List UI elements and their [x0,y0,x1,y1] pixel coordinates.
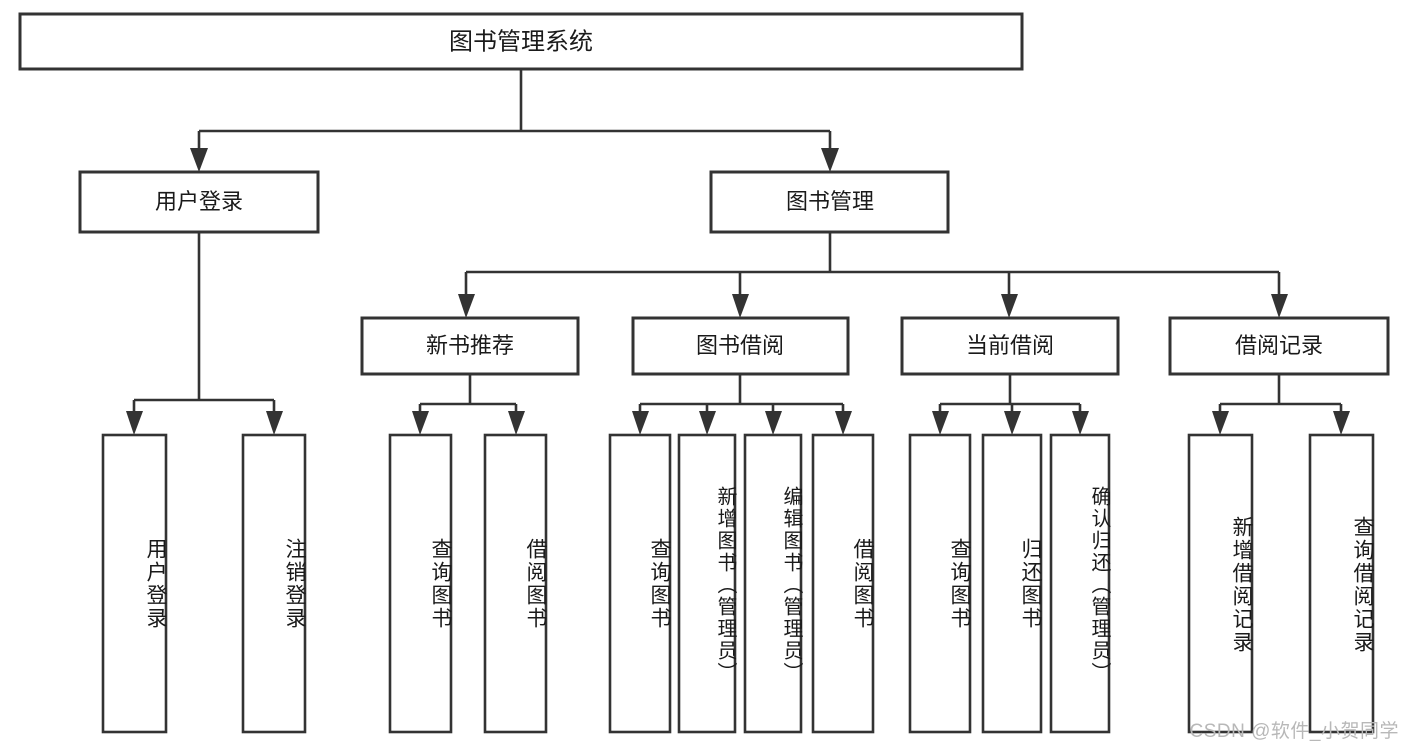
leaf-add-record-box[interactable] [1187,433,1254,734]
node-current-borrow-label: 当前借阅 [966,333,1054,358]
arrow-root-to-user-login [190,148,208,172]
node-book-manage[interactable]: 图书管理 [709,170,950,234]
leaf-add-book-box[interactable] [677,433,737,734]
node-borrow-record-label: 借阅记录 [1235,333,1323,358]
arrow-leaf-query-book-1 [412,411,429,435]
leaf-query-record-box[interactable] [1308,433,1375,734]
node-root[interactable]: 图书管理系统 [18,12,1024,71]
arrow-leaf-borrow-book-1 [508,411,525,435]
node-borrow-record[interactable]: 借阅记录 [1168,316,1390,376]
node-root-label: 图书管理系统 [449,28,593,55]
node-current-borrow[interactable]: 当前借阅 [900,316,1120,376]
arrow-root-to-book-manage [821,148,839,172]
arrow-leaf-edit-book [765,411,782,435]
arrow-leaf-confirm-return [1072,411,1089,435]
arrow-to-current-borrow [1001,294,1018,318]
arrow-to-new-book-recommend [458,294,475,318]
arrow-leaf-add-book [699,411,716,435]
node-book-borrow-box[interactable] [631,316,850,376]
leaf-boxes [101,433,1375,734]
node-book-manage-label: 图书管理 [786,189,874,214]
node-user-login-label: 用户登录 [155,189,243,214]
node-user-login[interactable]: 用户登录 [78,170,320,234]
node-new-book-recommend[interactable]: 新书推荐 [360,316,580,376]
leaf-logout-box[interactable] [241,433,307,734]
arrow-leaf-return-book [1004,411,1021,435]
node-book-borrow[interactable]: 图书借阅 [631,316,850,376]
csdn-watermark: CSDN @软件_小贺同学 [1189,721,1399,742]
node-new-book-recommend-box[interactable] [360,316,580,376]
arrow-to-book-borrow [732,294,749,318]
arrow-leaf-add-record [1212,411,1229,435]
arrow-to-borrow-record [1271,294,1288,318]
leaf-borrow-book-2-box[interactable] [811,433,875,734]
node-current-borrow-box[interactable] [900,316,1120,376]
arrow-leaf-query-book-2 [632,411,649,435]
leaf-query-book-1-box[interactable] [388,433,453,734]
node-root-box[interactable] [18,12,1024,71]
leaf-confirm-return-box[interactable] [1049,433,1111,734]
node-new-book-recommend-label: 新书推荐 [426,333,514,358]
arrow-leaf-user-login [126,411,143,435]
node-book-borrow-label: 图书借阅 [696,333,784,358]
node-user-login-box[interactable] [78,170,320,234]
arrow-leaf-logout [266,411,283,435]
node-borrow-record-box[interactable] [1168,316,1390,376]
node-book-manage-box[interactable] [709,170,950,234]
leaf-return-book-box[interactable] [981,433,1043,734]
leaf-query-book-2-box[interactable] [608,433,672,734]
leaf-edit-book-box[interactable] [743,433,803,734]
arrow-leaf-query-record [1333,411,1350,435]
arrow-leaf-query-book-3 [932,411,949,435]
leaf-query-book-3-box[interactable] [908,433,972,734]
connectors [126,69,1350,435]
leaf-user-login-box[interactable] [101,433,168,734]
leaf-borrow-book-1-box[interactable] [483,433,548,734]
arrow-leaf-borrow-book-2 [835,411,852,435]
